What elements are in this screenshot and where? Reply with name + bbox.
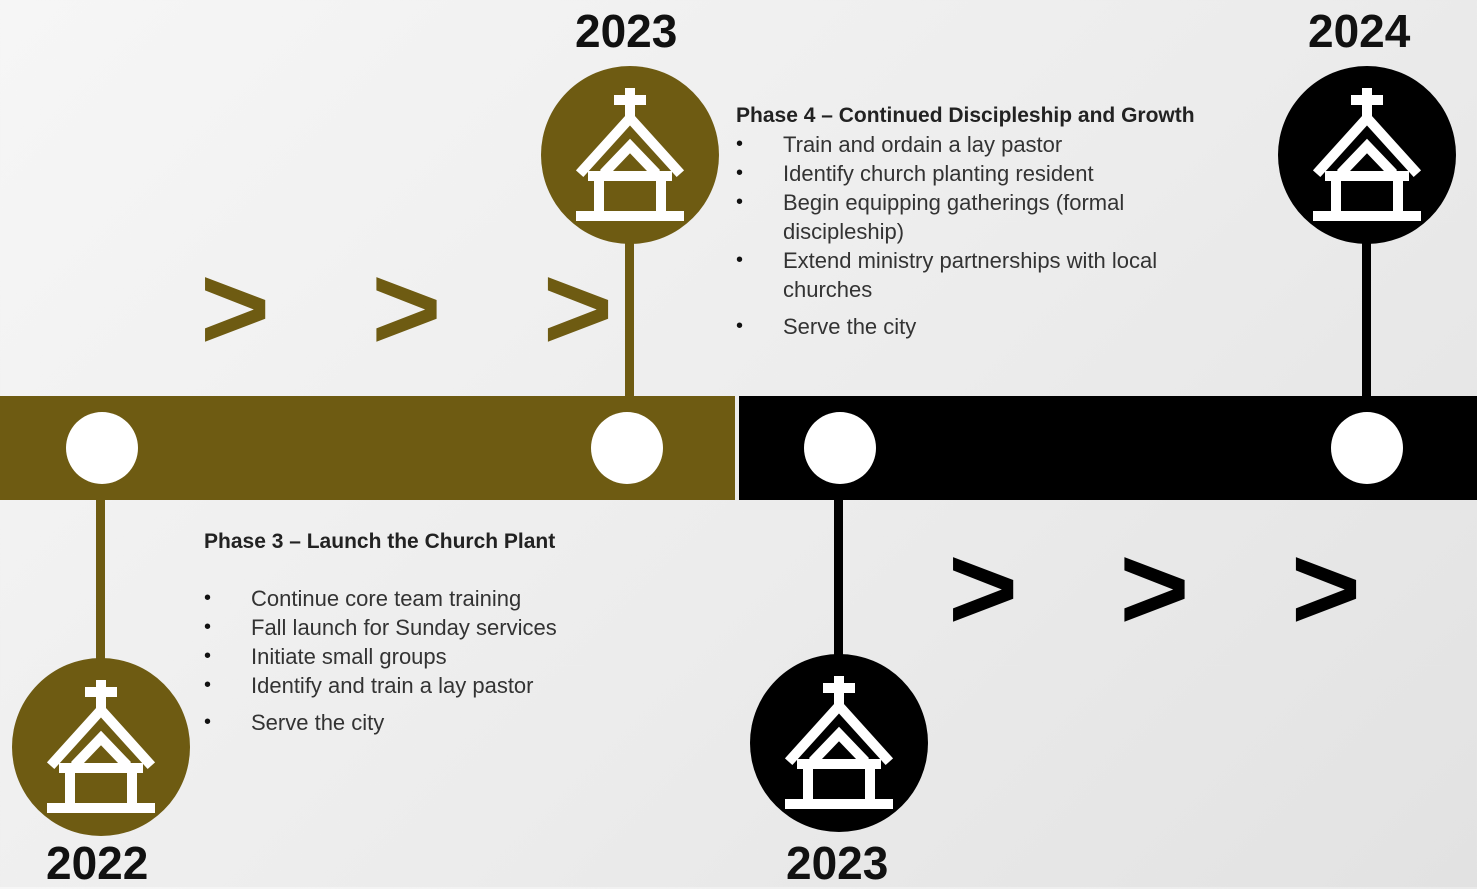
year-label-2023-top: 2023 — [575, 5, 678, 57]
connector-2022 — [96, 500, 105, 670]
list-item: Train and ordain a lay pastor — [736, 130, 1206, 159]
church-icon — [541, 66, 719, 244]
phase-3-title: Phase 3 – Launch the Church Plant — [204, 530, 556, 553]
phase-3-block: Phase 3 – Launch the Church Plant Contin… — [204, 530, 674, 737]
timeline-dot-2023-top — [591, 412, 663, 484]
list-item: Initiate small groups — [204, 642, 674, 671]
year-label-2022: 2022 — [46, 837, 149, 889]
year-label-2024: 2024 — [1308, 5, 1411, 57]
list-item: Identify church planting resident — [736, 159, 1206, 188]
timeline-dot-2023-bottom — [804, 412, 876, 484]
timeline-dot-2024 — [1331, 412, 1403, 484]
church-icon — [750, 654, 928, 832]
list-item: Serve the city — [204, 708, 674, 737]
connector-2023-top — [625, 230, 634, 396]
connector-2023-bottom — [834, 500, 843, 660]
list-item: Begin equipping gatherings (formal disci… — [736, 188, 1206, 246]
church-icon — [12, 658, 190, 836]
connector-2024 — [1362, 230, 1371, 396]
list-item: Extend ministry partnerships with local … — [736, 246, 1206, 304]
phase-4-list: Train and ordain a lay pastor Identify c… — [736, 130, 1206, 341]
phase-4-title: Phase 4 – Continued Discipleship and Gro… — [736, 104, 1195, 127]
progress-arrows-right: > > > — [948, 521, 1395, 655]
year-label-2023-bottom: 2023 — [786, 837, 889, 889]
list-item: Identify and train a lay pastor — [204, 671, 674, 700]
progress-arrows-left: > > > — [200, 241, 647, 375]
list-item: Continue core team training — [204, 584, 674, 613]
list-item: Fall launch for Sunday services — [204, 613, 674, 642]
phase-4-block: Phase 4 – Continued Discipleship and Gro… — [736, 104, 1276, 341]
church-icon — [1278, 66, 1456, 244]
phase-3-list: Continue core team training Fall launch … — [204, 584, 674, 737]
list-item: Serve the city — [736, 312, 1206, 341]
timeline-dot-2022 — [66, 412, 138, 484]
